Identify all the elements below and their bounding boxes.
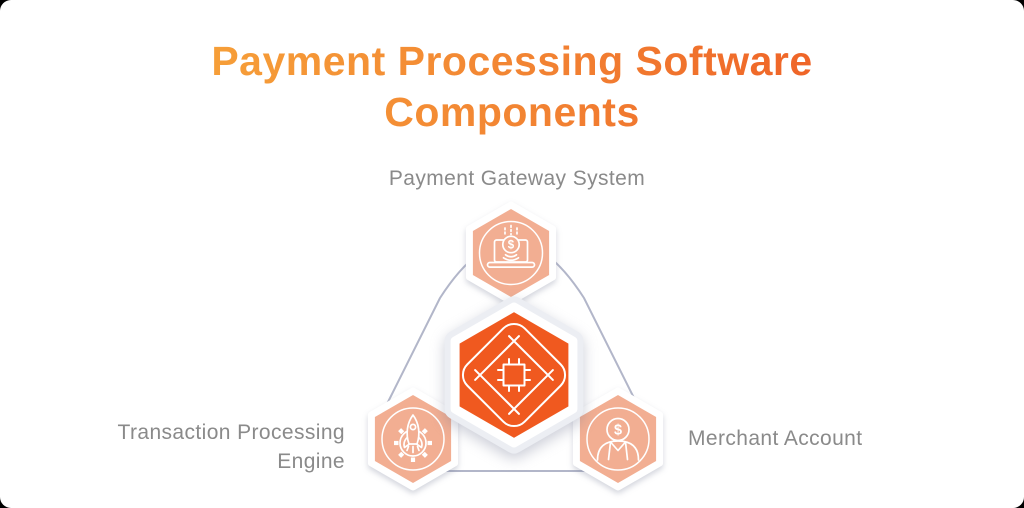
collar bbox=[609, 441, 627, 452]
laptop-base bbox=[486, 261, 536, 268]
hexagon-transaction-engine bbox=[367, 387, 459, 491]
icon-ring bbox=[381, 407, 445, 471]
chip-die bbox=[497, 358, 531, 392]
dollar-coin bbox=[501, 235, 521, 254]
laptop-dollar-icon: $ bbox=[478, 220, 544, 286]
processor-chip-icon bbox=[461, 322, 567, 428]
hexagon-core-processor bbox=[444, 296, 584, 454]
person-dollar-icon: $ bbox=[586, 407, 650, 471]
hexagon-payment-gateway: $ bbox=[465, 201, 557, 305]
chip-outline bbox=[461, 322, 567, 428]
lapels bbox=[607, 441, 629, 461]
dollar-coin bbox=[606, 417, 630, 442]
gear-rocket-icon bbox=[381, 407, 445, 471]
rocket bbox=[403, 414, 423, 454]
dollar-glyph: $ bbox=[508, 240, 515, 252]
icon-ring bbox=[478, 220, 544, 286]
label-payment-gateway-system: Payment Gateway System bbox=[388, 167, 646, 190]
page-title: Payment Processing Software Components bbox=[122, 0, 902, 138]
hexagon-shape bbox=[450, 302, 578, 448]
icon-ring bbox=[586, 407, 650, 471]
chip-inner-frame bbox=[474, 335, 554, 415]
hexagon-merchant-account: $ bbox=[572, 387, 664, 491]
label-merchant-account: Merchant Account bbox=[688, 427, 863, 450]
label-transaction-processing-engine: Transaction Processing Engine bbox=[117, 421, 345, 473]
dollar-glyph: $ bbox=[614, 423, 622, 439]
